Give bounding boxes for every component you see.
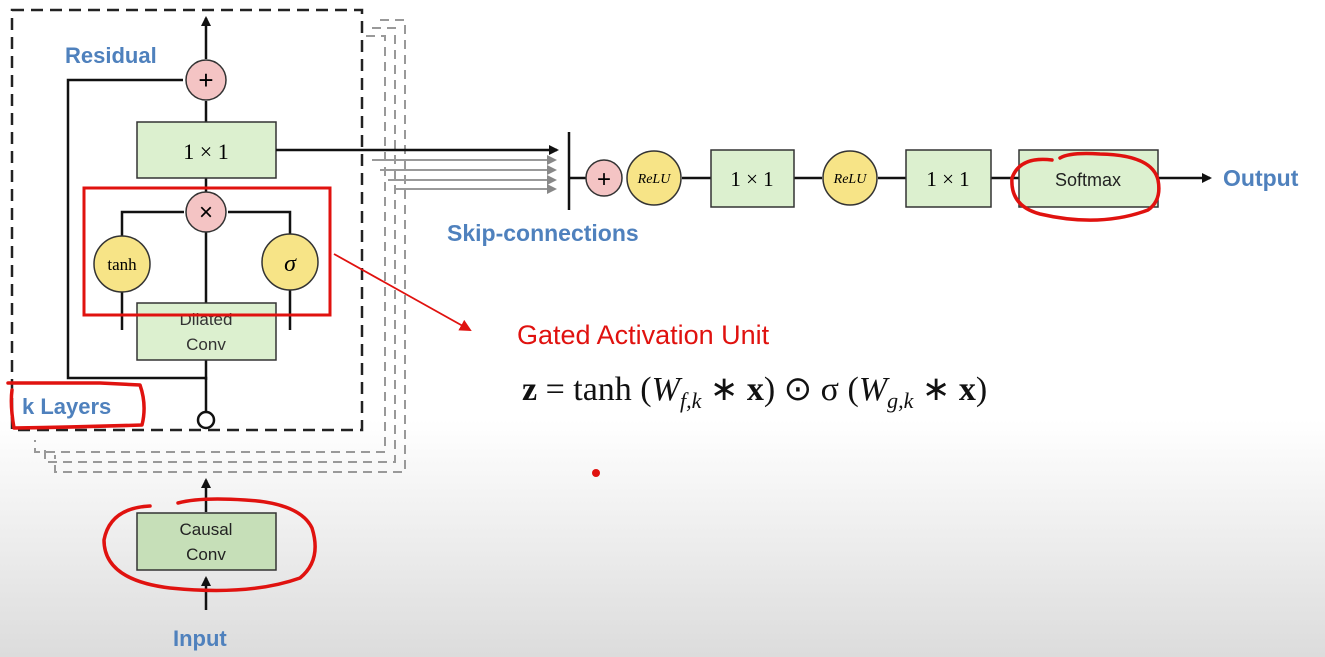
skip-connection-arrows xyxy=(276,132,571,210)
conv-1x1-block-b: 1 × 1 xyxy=(905,149,992,208)
output-label: Output xyxy=(1223,165,1299,191)
svg-text:1 × 1: 1 × 1 xyxy=(730,167,773,191)
k-layers-label: k Layers xyxy=(22,394,111,419)
red-dot xyxy=(592,469,600,477)
svg-text:1 × 1: 1 × 1 xyxy=(183,139,228,164)
svg-text:tanh: tanh xyxy=(107,255,137,274)
gated-activation-equation: z = tanh (Wf,k ∗ x) ⊙ σ (Wg,k ∗ x) xyxy=(522,371,987,413)
svg-text:Softmax: Softmax xyxy=(1055,170,1121,190)
causal-conv-circle xyxy=(102,497,317,593)
gated-unit-highlight-box xyxy=(82,186,332,317)
input-node xyxy=(196,410,216,430)
svg-text:Conv: Conv xyxy=(186,545,226,564)
svg-text:ReLU: ReLU xyxy=(637,172,672,187)
svg-text:×: × xyxy=(199,199,213,226)
residual-plus-node: + xyxy=(185,59,227,101)
multiply-node: × xyxy=(185,191,227,233)
skip-connections-label: Skip-connections xyxy=(447,220,639,246)
conv-1x1-block-a: 1 × 1 xyxy=(710,149,795,208)
causal-conv-block: Causal Conv xyxy=(136,512,277,571)
softmax-circle xyxy=(1010,151,1161,222)
stacked-layer-frames xyxy=(34,19,406,473)
relu-node-1: ReLU xyxy=(626,150,682,206)
k-layers-circle xyxy=(6,381,146,430)
gated-unit-pointer-arrow xyxy=(333,253,472,331)
svg-text:+: + xyxy=(198,65,213,95)
svg-text:+: + xyxy=(597,166,611,193)
svg-text:Conv: Conv xyxy=(186,335,226,354)
skip-plus-node: + xyxy=(585,159,623,197)
svg-text:Dilated: Dilated xyxy=(180,310,233,329)
gated-activation-title: Gated Activation Unit xyxy=(517,320,770,350)
tanh-node: tanh xyxy=(93,235,151,293)
sigma-node: σ xyxy=(261,233,319,291)
svg-text:σ: σ xyxy=(284,251,297,277)
svg-text:1 × 1: 1 × 1 xyxy=(926,167,969,191)
red-annotations xyxy=(6,151,1161,593)
dilated-conv-block: Dilated Conv xyxy=(136,302,277,361)
residual-path xyxy=(66,16,292,418)
residual-label: Residual xyxy=(65,43,157,68)
input-label: Input xyxy=(173,626,227,651)
layer-frame xyxy=(10,8,364,432)
svg-text:ReLU: ReLU xyxy=(833,172,868,187)
conv-1x1-residual-block: 1 × 1 xyxy=(136,121,277,179)
svg-text:Causal: Causal xyxy=(180,520,233,539)
relu-node-2: ReLU xyxy=(822,150,878,206)
